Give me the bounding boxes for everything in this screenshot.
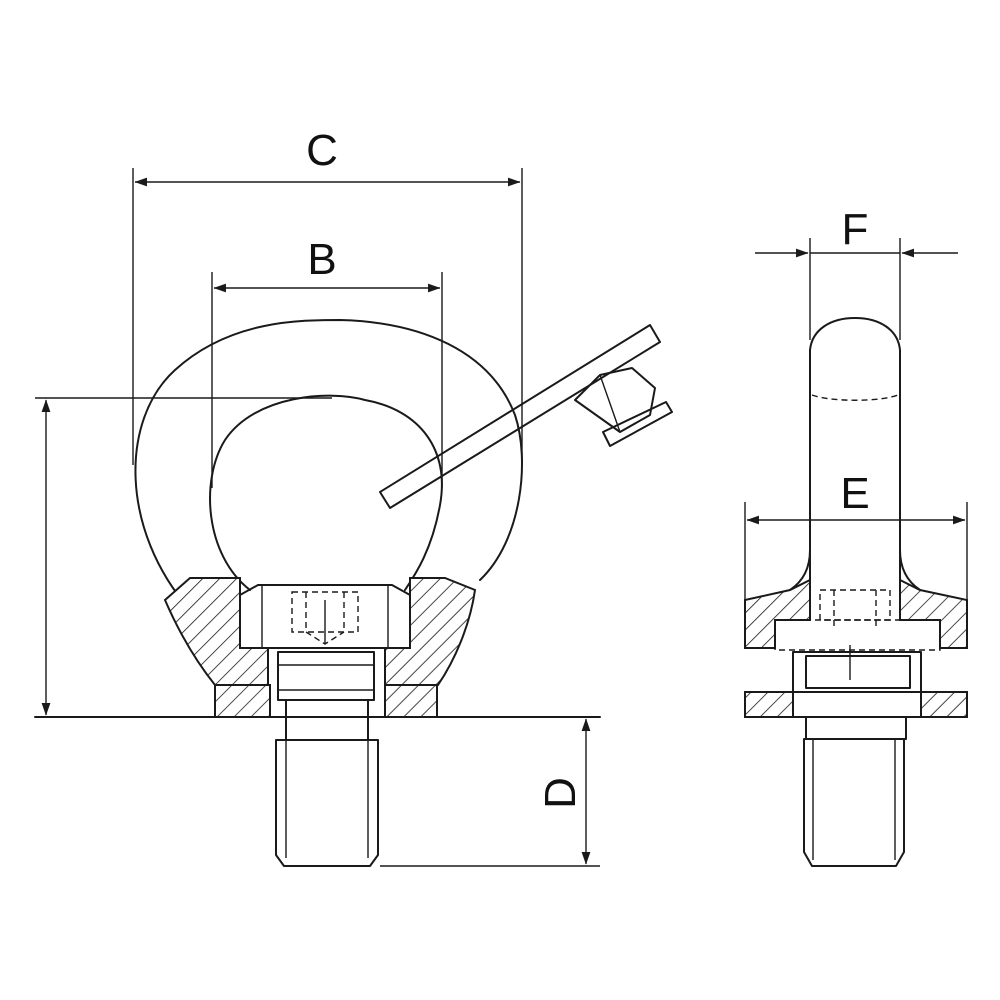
washer-right (384, 684, 438, 718)
label-d: D (536, 777, 585, 809)
thread-neck (277, 651, 375, 701)
label-c: C (306, 126, 338, 175)
side-eye-shank (809, 317, 901, 581)
front-view (34, 319, 673, 867)
eye-outer-contour (134, 319, 523, 611)
side-view (744, 317, 968, 867)
dimension-b: B (211, 235, 443, 488)
base-flange-left (163, 577, 269, 686)
dimension-c: C (132, 126, 523, 465)
washer-left (214, 684, 271, 718)
eye-inner-hole (209, 394, 443, 591)
label-b: B (307, 235, 336, 284)
wrench (379, 324, 673, 509)
collar-nut (239, 584, 411, 649)
label-e: E (840, 469, 869, 518)
dimension-e: E (744, 469, 968, 600)
dimension-f: F (755, 205, 958, 340)
side-bolt (803, 738, 905, 867)
base-flange-right (384, 577, 477, 686)
bolt-shank (275, 739, 379, 867)
dimension-d: D (380, 718, 600, 867)
dimension-height (35, 397, 332, 716)
label-f: F (842, 205, 869, 254)
